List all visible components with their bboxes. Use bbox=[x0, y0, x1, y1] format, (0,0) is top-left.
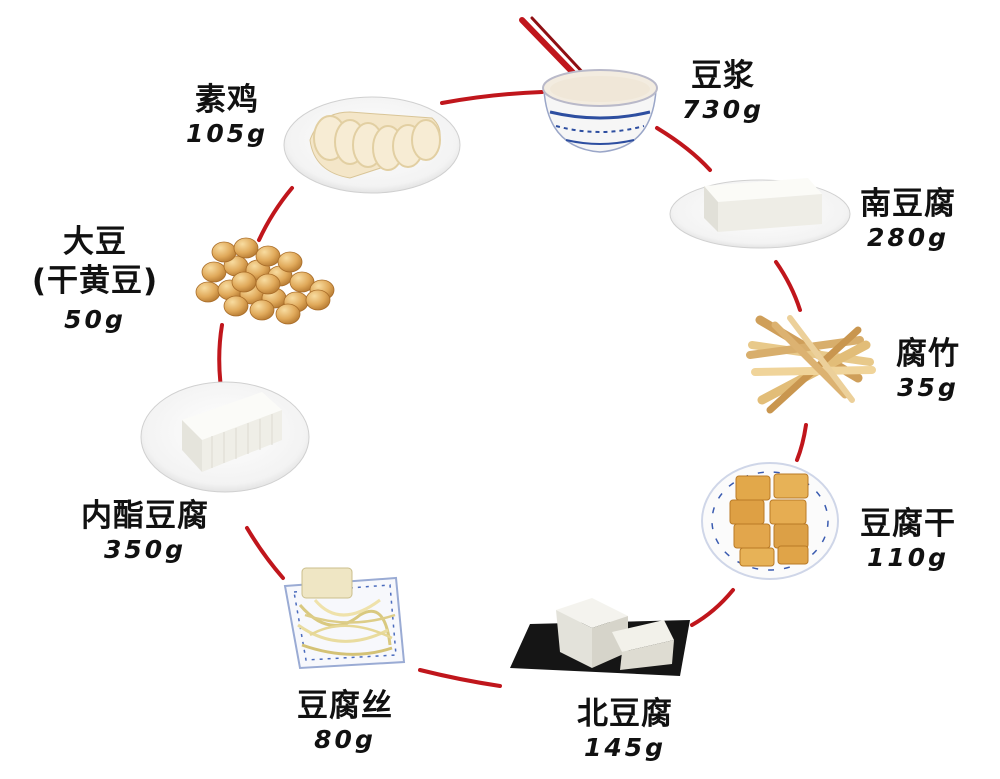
item-name: 豆腐丝 bbox=[297, 688, 393, 724]
soybean bbox=[195, 281, 221, 303]
arc-soymilk-to-southtofu bbox=[655, 126, 712, 172]
item-amount: 730g bbox=[681, 94, 765, 124]
item-amount: 35g bbox=[897, 372, 959, 402]
firm-tofu-tray-icon bbox=[510, 598, 690, 676]
item-name: 腐竹 bbox=[896, 336, 960, 372]
soybean bbox=[305, 289, 331, 311]
item-name: 北豆腐 bbox=[577, 696, 673, 732]
soybean bbox=[211, 241, 237, 263]
label-silken-tofu: 南豆腐 280g bbox=[838, 188, 978, 251]
item-amount: 80g bbox=[314, 724, 376, 754]
soybean bbox=[223, 295, 249, 317]
arc-shreds-to-lactone bbox=[245, 526, 285, 580]
item-name: 大豆 bbox=[63, 224, 127, 260]
soybean bbox=[275, 303, 301, 325]
label-soy-milk: 豆浆 730g bbox=[668, 60, 778, 123]
soybeans-pile-icon bbox=[195, 237, 335, 325]
arc-suji-to-soymilk bbox=[440, 90, 544, 105]
item-name: 豆浆 bbox=[691, 58, 755, 94]
tofu-skin-sticks-icon bbox=[746, 315, 876, 414]
arc-soybeans-to-suji bbox=[257, 186, 294, 242]
item-name: 素鸡 bbox=[195, 82, 259, 118]
soybean bbox=[255, 245, 281, 267]
item-name: 内酯豆腐 bbox=[81, 498, 209, 534]
item-amount: 50g bbox=[64, 305, 126, 335]
label-lactone-tofu: 内酯豆腐 350g bbox=[55, 500, 235, 563]
arc-driedtofu-to-northtofu bbox=[690, 588, 735, 627]
tofu-shreds-plate-icon bbox=[283, 567, 406, 670]
item-amount: 350g bbox=[103, 534, 187, 564]
item-name-sub: (干黄豆) bbox=[31, 262, 159, 299]
soybean bbox=[201, 261, 227, 283]
label-soybeans: 大豆 (干黄豆) 50g bbox=[10, 226, 180, 333]
arc-southtofu-to-fuzhu bbox=[774, 260, 802, 312]
soybean bbox=[255, 273, 281, 295]
silken-tofu-plate-icon bbox=[669, 178, 851, 249]
label-firm-tofu: 北豆腐 145g bbox=[555, 698, 695, 761]
soybean bbox=[231, 271, 257, 293]
soybean bbox=[233, 237, 259, 259]
label-tofu-skin: 腐竹 35g bbox=[878, 338, 978, 401]
item-name: 南豆腐 bbox=[860, 186, 956, 222]
lactone-tofu-plate-icon bbox=[140, 381, 310, 493]
soybean bbox=[277, 251, 303, 273]
item-name: 豆腐干 bbox=[860, 506, 956, 542]
item-amount: 280g bbox=[866, 222, 950, 252]
soy-milk-bowl-icon bbox=[519, 16, 658, 153]
item-amount: 110g bbox=[866, 542, 950, 572]
arc-lactone-to-soybeans bbox=[217, 323, 224, 390]
vegetarian-chicken-plate-icon bbox=[283, 96, 461, 194]
item-amount: 105g bbox=[185, 118, 269, 148]
arc-northtofu-to-shreds bbox=[418, 668, 502, 688]
label-vegetarian-chicken: 素鸡 105g bbox=[172, 84, 282, 147]
label-dried-tofu: 豆腐干 110g bbox=[838, 508, 978, 571]
dried-tofu-plate-icon bbox=[701, 462, 839, 580]
arc-fuzhu-to-driedtofu bbox=[795, 423, 808, 462]
soybean bbox=[249, 299, 275, 321]
item-amount: 145g bbox=[583, 732, 667, 762]
soybean bbox=[289, 271, 315, 293]
label-tofu-shreds: 豆腐丝 80g bbox=[275, 690, 415, 753]
